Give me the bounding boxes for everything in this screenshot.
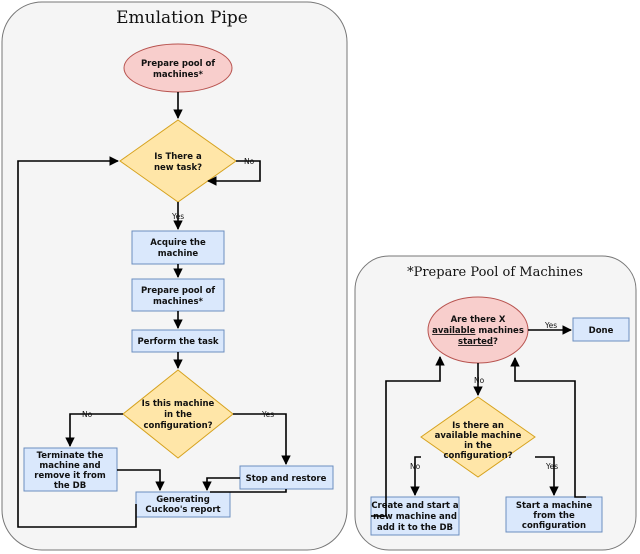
stop-restore-label: Stop and restore	[246, 474, 327, 484]
edge-label-no-left-r: No	[410, 462, 421, 471]
terminate-label-2: machine and	[39, 461, 100, 471]
edge-yes-start	[535, 456, 559, 496]
create-label-3: add it to the DB	[377, 523, 453, 533]
are-there-machines-node: Are there X available machines started?	[427, 296, 529, 364]
available-machine-decision: Is there an available machine in the con…	[420, 396, 536, 478]
prepare-pool-top-node: Prepare pool of machines*	[123, 43, 233, 93]
create-label-2: new machine and	[373, 512, 457, 522]
emulation-pipe-panel: Emulation Pipe Prepare pool of machines*…	[1, 1, 348, 551]
generating-report-node: Generating Cuckoo's report	[135, 491, 231, 518]
in-config-label-3: configuration?	[143, 421, 212, 431]
edge-label-yes-right: Yes	[261, 410, 274, 419]
available-label-1: Is there an	[452, 421, 504, 431]
edge-no-terminate	[65, 413, 123, 447]
in-config-label-2: in the	[164, 410, 192, 420]
create-label-1: Create and start a	[371, 501, 459, 511]
start-label-2: from the	[533, 511, 575, 521]
start-machine-node: Start a machine from the configuration	[505, 496, 603, 533]
available-label-3: in the	[464, 441, 492, 451]
edge-stop-report	[202, 477, 240, 491]
prepare-pool-panel: *Prepare Pool of Machines Are there X av…	[354, 255, 637, 551]
edge-label-yes-down: Yes	[171, 212, 184, 221]
prepare-pool-mid-label-1: Prepare pool of	[141, 286, 215, 296]
acquire-label-1: Acquire the	[150, 238, 206, 248]
prepare-pool-mid-node: Prepare pool of machines*	[131, 278, 225, 312]
emulation-pipe-connectors	[17, 92, 291, 528]
start-label-3: configuration	[522, 521, 586, 531]
are-there-label-2: available machines	[432, 326, 524, 336]
terminate-machine-node: Terminate the machine and remove it from…	[23, 447, 118, 492]
edge-yes-stop	[233, 413, 291, 465]
edge-label-no-down: No	[474, 376, 485, 385]
in-config-label-1: Is this machine	[142, 399, 215, 409]
new-task-decision: Is There a new task?	[119, 119, 237, 203]
edge-no-create	[410, 456, 421, 496]
are-there-qmark: ?	[493, 337, 498, 347]
start-label-1: Start a machine	[516, 501, 592, 511]
prepare-pool-top-label-2: machines*	[153, 70, 203, 80]
available-label-2: available machine	[435, 431, 522, 441]
emulation-pipe-title: Emulation Pipe	[116, 8, 248, 28]
are-there-label-1: Are there X	[451, 315, 506, 325]
done-label: Done	[589, 326, 614, 336]
new-task-label-2: new task?	[154, 163, 202, 173]
available-label-4: configuration?	[443, 451, 512, 461]
stop-restore-node: Stop and restore	[239, 465, 334, 490]
new-task-label-1: Is There a	[154, 152, 202, 162]
prepare-pool-mid-label-2: machines*	[153, 297, 203, 307]
are-there-label-3: started?	[458, 337, 498, 347]
are-there-available: available	[432, 326, 476, 336]
edge-label-yes-done: Yes	[544, 321, 557, 330]
edge-label-yes-right-r: Yes	[545, 462, 558, 471]
edge-stop-report-a	[210, 489, 287, 493]
edge-label-no-left: No	[82, 410, 93, 419]
prepare-pool-top-label-1: Prepare pool of	[141, 59, 215, 69]
prepare-pool-connectors	[371, 325, 586, 517]
in-configuration-decision: Is this machine in the configuration?	[122, 369, 234, 459]
are-there-machines: machines	[478, 326, 523, 336]
done-node: Done	[572, 317, 630, 342]
edge-no-loop	[207, 160, 261, 186]
acquire-label-2: machine	[158, 249, 199, 259]
terminate-label-4: the DB	[54, 481, 86, 491]
edge-report-loop	[17, 156, 137, 528]
edge-label-no-loop: No	[244, 157, 255, 166]
perform-task-node: Perform the task	[131, 329, 225, 353]
edge-start-loop	[510, 357, 586, 498]
terminate-label-3: remove it from	[34, 471, 106, 481]
prepare-pool-title: *Prepare Pool of Machines	[407, 265, 583, 280]
edge-create-loop	[371, 356, 445, 517]
perform-label: Perform the task	[137, 337, 218, 347]
acquire-machine-node: Acquire the machine	[131, 230, 225, 265]
edge-terminate-report	[117, 469, 165, 491]
report-label-2: Cuckoo's report	[145, 505, 220, 515]
terminate-label-1: Terminate the	[37, 451, 104, 461]
report-label-1: Generating	[156, 495, 210, 505]
are-there-started: started	[458, 337, 493, 347]
